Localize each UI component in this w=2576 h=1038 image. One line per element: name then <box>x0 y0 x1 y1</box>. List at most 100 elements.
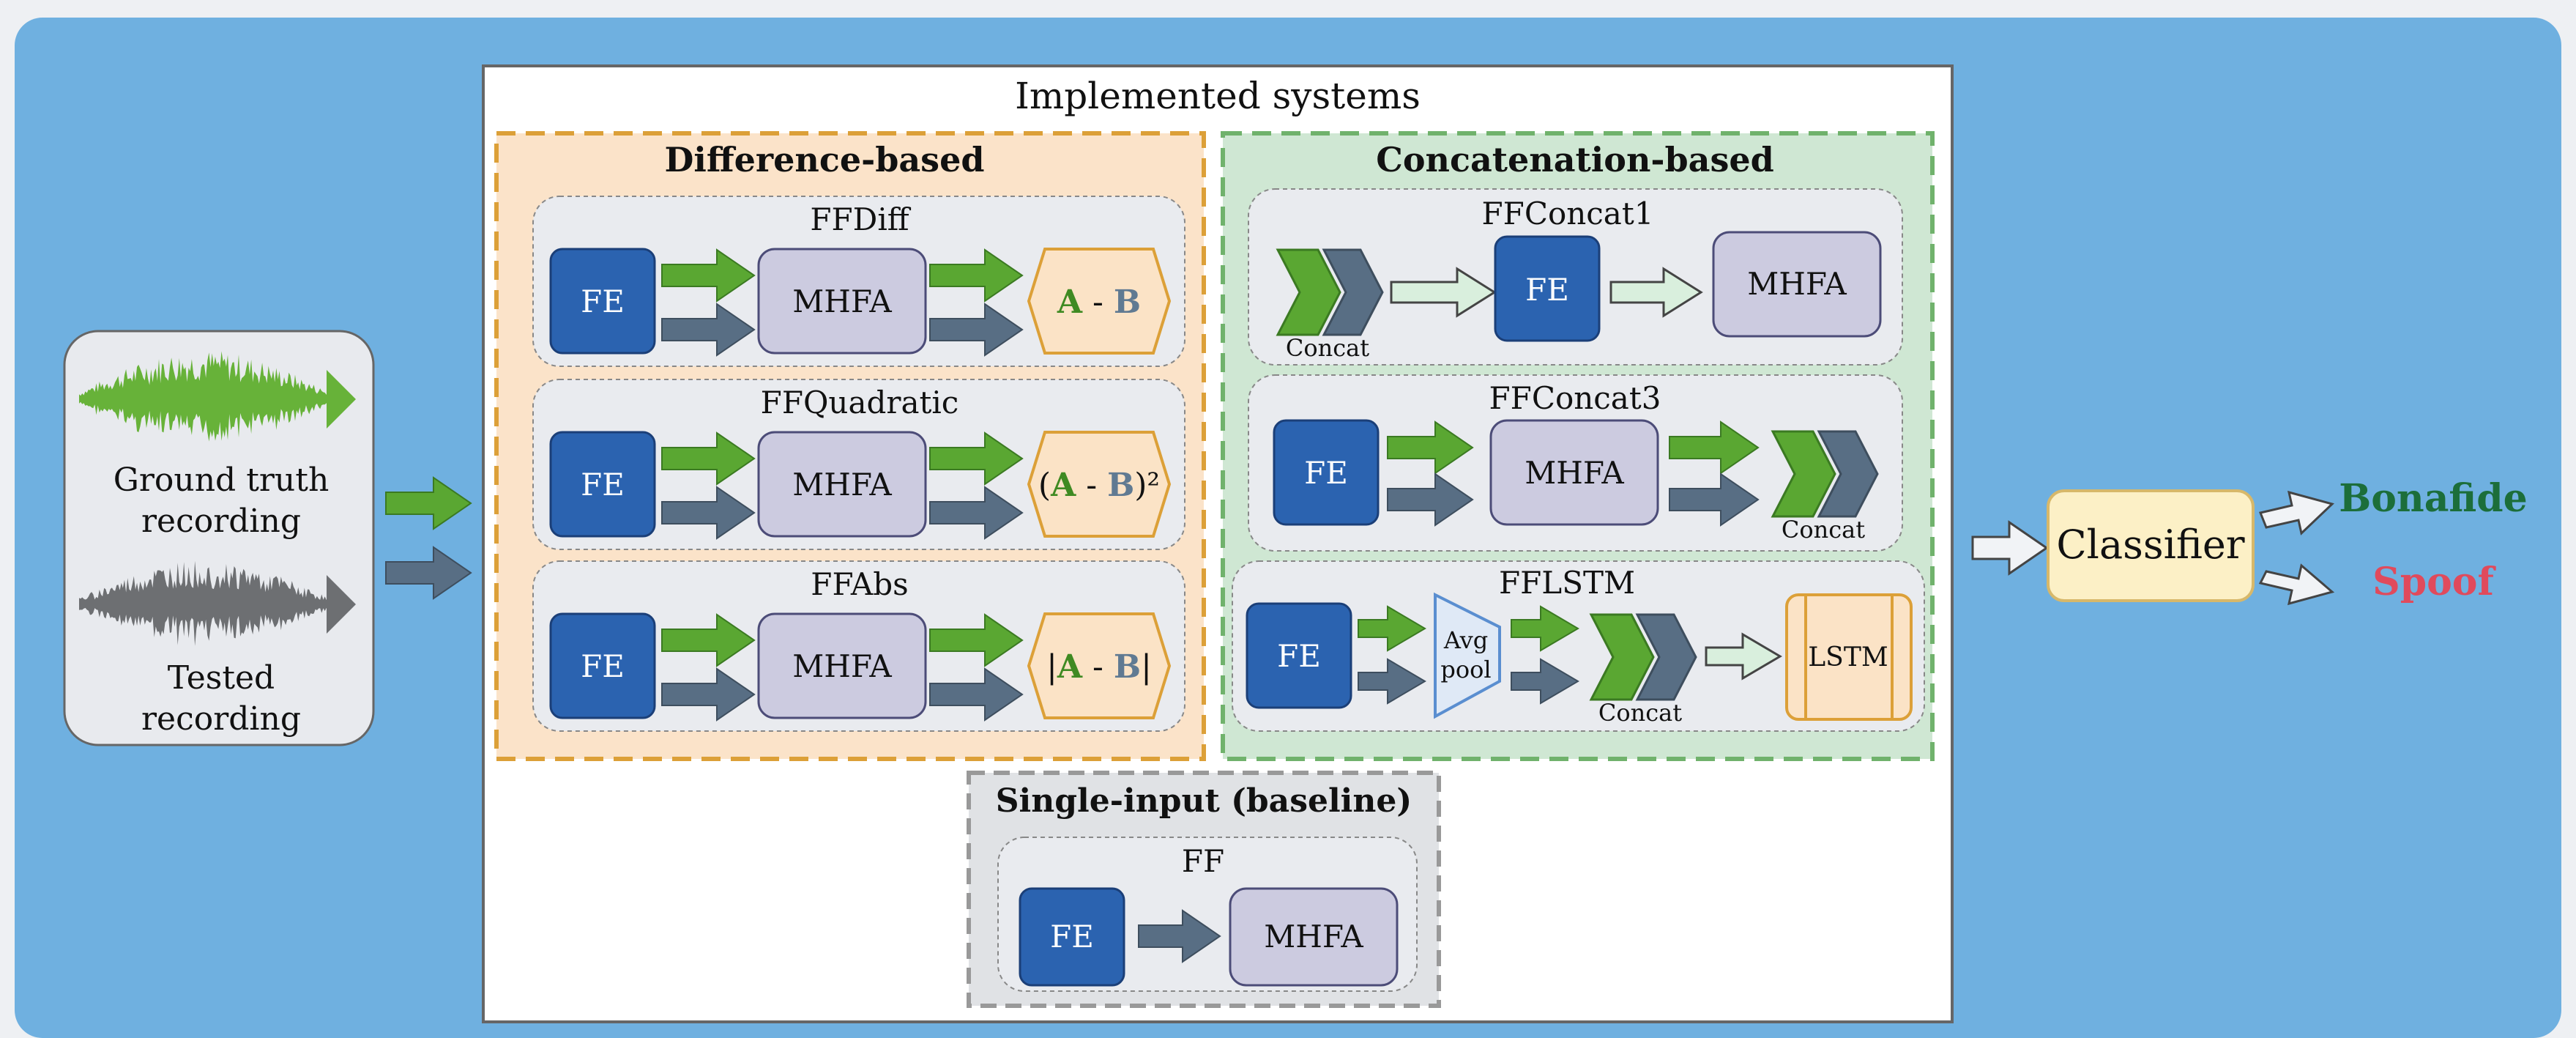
ffconcat1-mhfa-block <box>1712 231 1882 338</box>
ff-mhfa-block <box>1229 887 1399 987</box>
operation-label: (A - B)² <box>1038 467 1160 504</box>
classifier-label: Classifier <box>2056 522 2244 568</box>
ffconcat1-system: FFConcat1 Concat FE MHFA <box>1248 188 1903 366</box>
green-arrow <box>661 248 756 303</box>
ff-system: FF FE MHFA <box>997 837 1418 992</box>
slate-arrow <box>929 303 1024 357</box>
difference-based-title: Difference-based <box>665 140 985 179</box>
arrow <box>1609 267 1703 318</box>
operation-hexagon <box>1027 612 1172 719</box>
concat-chevrons-icon <box>1276 248 1384 336</box>
operation-label: A - B <box>1057 283 1141 321</box>
ffconcat1-concat-label: Concat <box>1286 334 1369 362</box>
slate-arrow <box>661 303 756 357</box>
ffconcat3-system: FFConcat3 FE MHFA Concat <box>1248 374 1903 552</box>
to-classifier-arrow <box>1971 520 2049 576</box>
ffconcat3-fe-label: FE <box>1304 455 1348 491</box>
bonafide-label: Bonafide <box>2339 476 2527 521</box>
ff-fe-block <box>1019 887 1125 987</box>
slate-arrow <box>1387 472 1474 527</box>
tested-waveform-icon <box>79 560 356 646</box>
concat-chevrons-icon <box>1771 430 1879 518</box>
mhfa-block <box>757 431 927 538</box>
mhfa-label: MHFA <box>792 648 892 684</box>
avg-pool-icon <box>1434 592 1501 719</box>
implemented-systems-title: Implemented systems <box>1015 75 1421 117</box>
difference-system-name: FFQuadratic <box>761 385 959 420</box>
spoof-label: Spoof <box>2372 560 2496 604</box>
fe-label: FE <box>581 648 625 684</box>
ffconcat3-name: FFConcat3 <box>1489 380 1661 416</box>
operation-hexagon <box>1027 248 1172 355</box>
green-arrow <box>1387 420 1474 475</box>
slate-arrow <box>1669 472 1760 527</box>
lstm-block <box>1785 593 1913 721</box>
green-arrow <box>929 431 1024 486</box>
bonafide-arrow <box>2258 490 2334 535</box>
input-recordings-box: Ground truth recording Tested recording <box>63 330 375 746</box>
difference-system-name: FFDiff <box>810 201 911 237</box>
mhfa-block <box>757 612 927 719</box>
fe-block <box>549 248 656 355</box>
ffconcat3-mhfa-block <box>1489 419 1659 526</box>
concat-chevrons-icon <box>1589 613 1697 701</box>
operation-hexagon <box>1027 431 1172 538</box>
fe-block <box>549 431 656 538</box>
mhfa-block <box>757 248 927 355</box>
ffconcat3-mhfa-label: MHFA <box>1525 455 1624 491</box>
green-arrow <box>661 431 756 486</box>
difference-system-name: FFAbs <box>811 566 908 602</box>
green-arrow <box>929 613 1024 667</box>
operation-label: |A - B| <box>1046 648 1152 686</box>
fe-block <box>549 612 656 719</box>
baseline-title: Single-input (baseline) <box>996 782 1412 820</box>
tested-label-line2: recording <box>141 700 301 738</box>
slate-arrow <box>1358 658 1426 705</box>
ffconcat1-mhfa-label: MHFA <box>1747 266 1847 302</box>
mhfa-label: MHFA <box>792 467 892 503</box>
ground-truth-label-line1: Ground truth <box>113 461 330 499</box>
fflstm-system: FFLSTM FE Avg pool Concat LSTM <box>1232 560 1925 732</box>
fflstm-fe-label: FE <box>1277 638 1321 674</box>
ffconcat3-fe-block <box>1273 419 1380 526</box>
ffconcat1-fe-label: FE <box>1525 272 1569 308</box>
fflstm-concat-label: Concat <box>1598 699 1682 727</box>
fflstm-fe-block <box>1246 602 1352 709</box>
ground-truth-label-line2: recording <box>141 503 301 540</box>
green-arrow <box>929 248 1024 303</box>
ffconcat1-name: FFConcat1 <box>1482 196 1654 231</box>
fe-label: FE <box>581 283 625 319</box>
avg-pool-label-line2: pool <box>1440 656 1491 683</box>
fflstm-name: FFLSTM <box>1499 565 1635 601</box>
slate-arrow <box>929 486 1024 540</box>
green-arrow <box>1511 605 1579 652</box>
ground-truth-waveform-icon <box>79 351 356 442</box>
ff-name: FF <box>1182 843 1224 879</box>
classifier-block <box>2047 489 2255 602</box>
slate-arrow <box>661 486 756 540</box>
avg-pool-label-line1: Avg <box>1443 626 1488 654</box>
input-slate-arrow <box>385 546 472 600</box>
slate-arrow <box>929 667 1024 722</box>
tested-label-line1: Tested <box>168 659 275 697</box>
ffconcat1-fe-block <box>1494 235 1601 342</box>
green-arrow <box>1358 605 1426 652</box>
arrow <box>1705 632 1782 681</box>
ff-mhfa-label: MHFA <box>1264 919 1363 954</box>
green-arrow <box>1669 420 1760 475</box>
input-green-arrow <box>385 476 472 530</box>
ff-fe-label: FE <box>1050 919 1094 954</box>
spoof-arrow <box>2258 563 2335 606</box>
ffconcat3-concat-label: Concat <box>1782 516 1865 544</box>
slate-arrow <box>1511 658 1579 705</box>
mhfa-label: MHFA <box>792 283 892 319</box>
slate-arrow <box>1138 909 1221 963</box>
arrow <box>1390 267 1497 318</box>
slate-arrow <box>661 667 756 722</box>
concatenation-based-title: Concatenation-based <box>1376 140 1774 179</box>
lstm-label: LSTM <box>1808 642 1888 672</box>
